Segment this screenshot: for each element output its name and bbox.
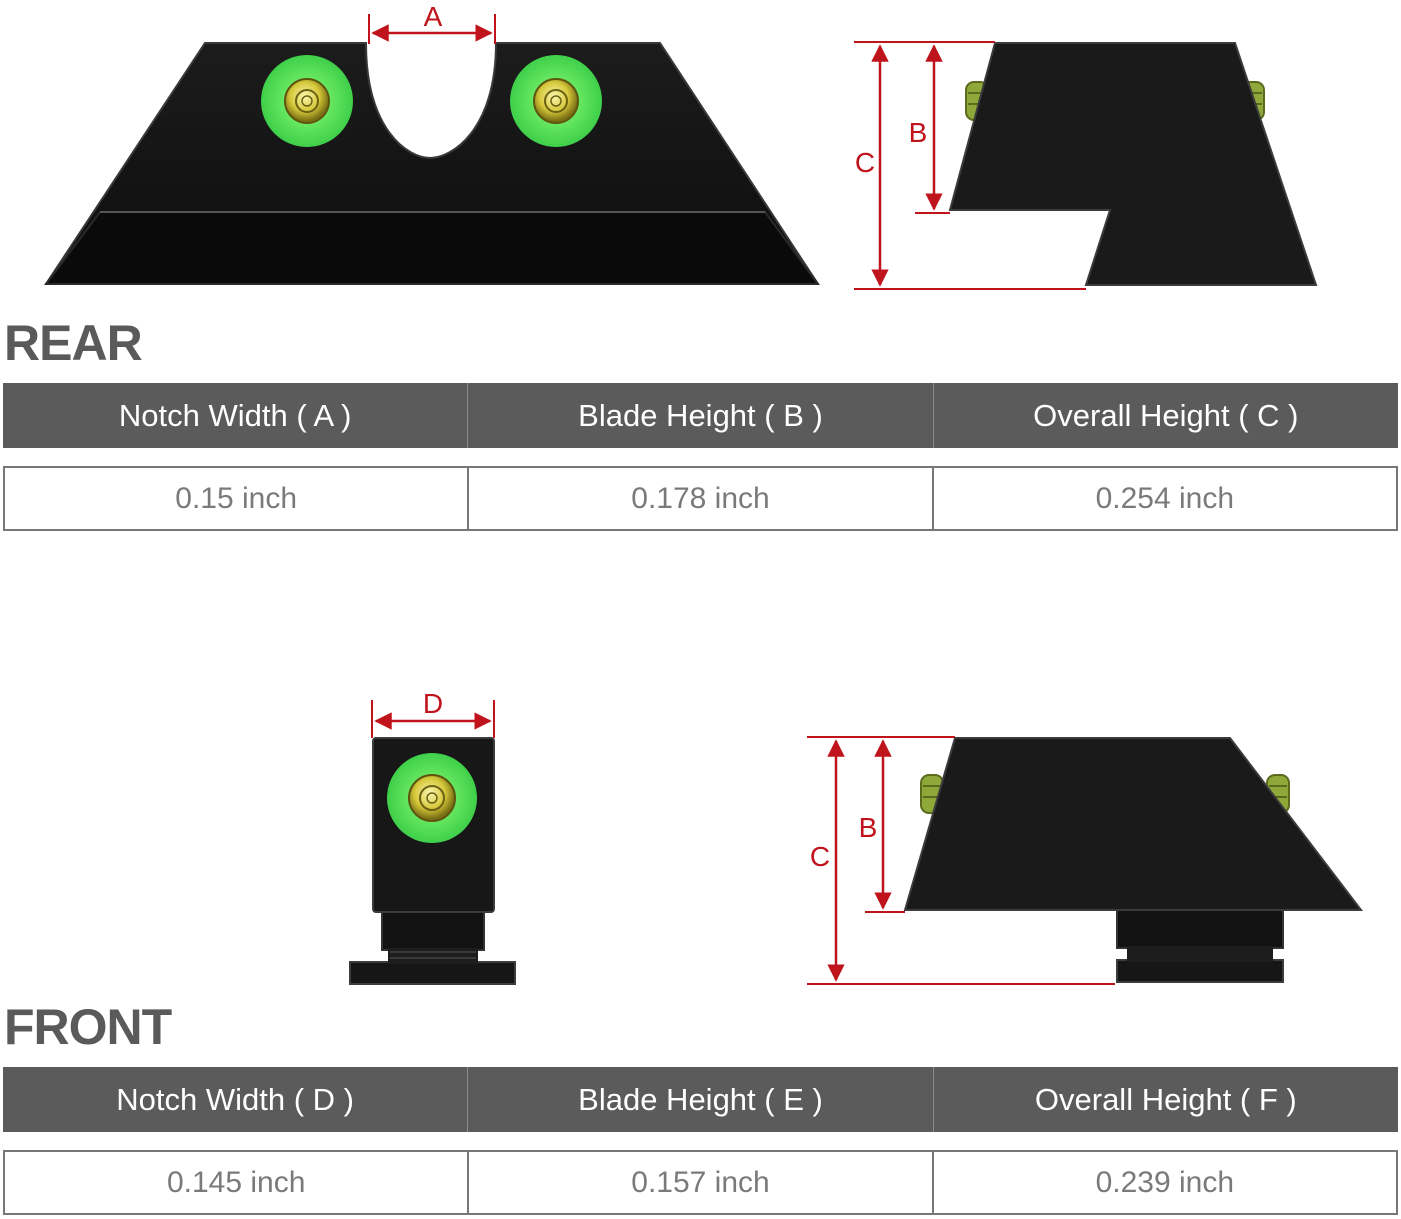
rear-spec-values: 0.15 inch 0.178 inch 0.254 inch <box>3 466 1398 531</box>
dimension-a-label: A <box>424 1 443 32</box>
dimension-c-label: C <box>855 147 875 178</box>
front-spec-header: Notch Width ( D ) Blade Height ( E ) Ove… <box>3 1067 1398 1132</box>
front-sight-side-view: C B <box>807 736 1364 985</box>
rear-sight-side-view: C B <box>854 41 1318 290</box>
dimension-b-front-marker: B <box>859 739 905 913</box>
dimension-b-label: B <box>909 117 928 148</box>
rear-value-overall-height: 0.254 inch <box>1095 481 1235 515</box>
rear-right-tritium-dot <box>510 55 602 147</box>
front-side-base <box>1116 959 1284 983</box>
front-section-title: FRONT <box>4 999 172 1055</box>
rear-section-title: REAR <box>4 315 143 371</box>
rear-left-tritium-dot <box>261 55 353 147</box>
front-sight-base <box>349 961 516 985</box>
rear-sight-ledge <box>44 211 820 285</box>
rear-header-overall-height: Overall Height ( C ) <box>1033 397 1299 433</box>
front-tritium-dot <box>387 753 477 843</box>
dimension-d-marker: D <box>371 688 495 738</box>
dimension-c-front-label: C <box>810 841 830 872</box>
front-header-notch-width: Notch Width ( D ) <box>3 1067 469 1132</box>
front-side-body <box>903 737 1364 911</box>
rear-header-blade-height: Blade Height ( B ) <box>468 383 934 448</box>
rear-value-blade-height: 0.178 inch <box>469 468 934 529</box>
rear-side-body <box>948 42 1318 286</box>
front-header-blade-height: Blade Height ( E ) <box>468 1067 934 1132</box>
dimension-a-marker: A <box>368 1 496 44</box>
dimension-d-label: D <box>423 688 443 719</box>
dimension-b-marker: B <box>909 44 950 214</box>
rear-value-notch-width: 0.15 inch <box>5 468 470 529</box>
dimension-c-marker: C <box>854 41 1086 290</box>
front-value-overall-height: 0.239 inch <box>1095 1165 1235 1199</box>
dimension-b-front-label: B <box>859 812 878 843</box>
front-value-notch-width: 0.145 inch <box>5 1152 470 1213</box>
front-header-overall-height: Overall Height ( F ) <box>1034 1081 1297 1117</box>
rear-spec-header: Notch Width ( A ) Blade Height ( B ) Ove… <box>3 383 1398 448</box>
front-spec-values: 0.145 inch 0.157 inch 0.239 inch <box>3 1150 1398 1215</box>
dimension-c-front-marker: C <box>807 736 1115 985</box>
front-value-blade-height: 0.157 inch <box>469 1152 934 1213</box>
front-sight-front-view: D <box>349 688 516 985</box>
rear-sight-front-view: A <box>44 1 820 285</box>
rear-header-notch-width: Notch Width ( A ) <box>3 383 469 448</box>
